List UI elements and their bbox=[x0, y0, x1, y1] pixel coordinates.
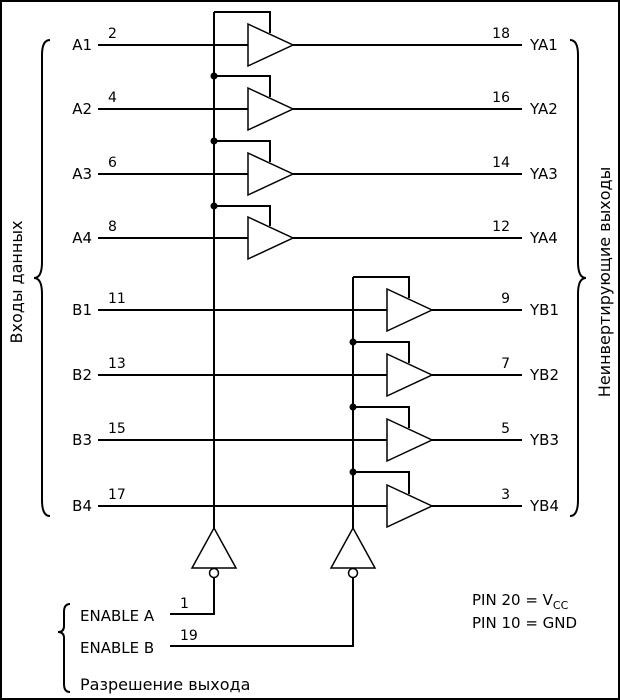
output-pin: 14 bbox=[492, 155, 510, 171]
output-pin: 16 bbox=[492, 90, 510, 106]
input-pin: 13 bbox=[108, 356, 126, 372]
input-label: B2 bbox=[72, 366, 92, 384]
input-pin: 6 bbox=[108, 155, 117, 171]
power-note-gnd: PIN 10 = GND bbox=[472, 614, 577, 632]
enable-b-label: ENABLE B bbox=[80, 639, 154, 657]
enable-a-label: ENABLE A bbox=[80, 607, 155, 625]
channel-a3: A3 6 14 YA3 bbox=[72, 137, 558, 197]
channel-a2: A2 4 16 YA2 bbox=[72, 72, 558, 132]
inputs-side-label: Входы данных bbox=[7, 221, 26, 344]
input-label: B1 bbox=[72, 301, 92, 319]
input-pin: 2 bbox=[108, 26, 117, 42]
input-label: B4 bbox=[72, 497, 92, 515]
output-label: YA1 bbox=[529, 36, 558, 54]
output-label: YB2 bbox=[529, 366, 559, 384]
input-pin: 17 bbox=[108, 487, 126, 503]
channel-b2: B2 13 7 YB2 bbox=[72, 338, 559, 398]
input-pin: 15 bbox=[108, 421, 126, 437]
output-pin: 3 bbox=[501, 487, 510, 503]
output-pin: 9 bbox=[501, 291, 510, 307]
outputs-side-label: Неинвертирующие выходы bbox=[595, 167, 614, 397]
output-label: YB1 bbox=[529, 301, 559, 319]
enable-b-pin: 19 bbox=[180, 628, 198, 644]
input-label: A4 bbox=[72, 229, 92, 247]
enable-a-buffer bbox=[170, 526, 238, 615]
input-label: B3 bbox=[72, 431, 92, 449]
output-label: YA4 bbox=[529, 229, 558, 247]
channel-a4: A4 8 12 YA4 bbox=[72, 202, 558, 261]
channel-b1: B1 11 9 YB1 bbox=[72, 276, 559, 333]
output-label: YA3 bbox=[529, 165, 558, 183]
input-pin: 11 bbox=[108, 291, 126, 307]
input-pin: 8 bbox=[108, 219, 117, 235]
output-pin: 7 bbox=[501, 356, 510, 372]
output-pin: 12 bbox=[492, 219, 510, 235]
enable-b-buffer bbox=[170, 526, 377, 647]
output-pin: 5 bbox=[501, 421, 510, 437]
channel-b3: B3 15 5 YB3 bbox=[72, 403, 559, 463]
outputs-brace bbox=[569, 39, 587, 517]
output-pin: 18 bbox=[492, 26, 510, 42]
channel-a1: A1 2 18 YA1 bbox=[72, 11, 558, 68]
power-note-vcc: PIN 20 = VCC bbox=[472, 591, 569, 612]
input-label: A2 bbox=[72, 100, 92, 118]
channel-b4: B4 17 3 YB4 bbox=[72, 468, 559, 529]
input-label: A1 bbox=[72, 36, 92, 54]
output-enable-label: Разрешение выхода bbox=[80, 675, 250, 694]
input-pin: 4 bbox=[108, 90, 117, 106]
enable-brace bbox=[57, 603, 71, 693]
output-label: YA2 bbox=[529, 100, 558, 118]
input-label: A3 bbox=[72, 165, 92, 183]
enable-a-pin: 1 bbox=[180, 596, 189, 612]
inputs-brace bbox=[33, 39, 51, 517]
output-label: YB3 bbox=[529, 431, 559, 449]
output-label: YB4 bbox=[529, 497, 559, 515]
